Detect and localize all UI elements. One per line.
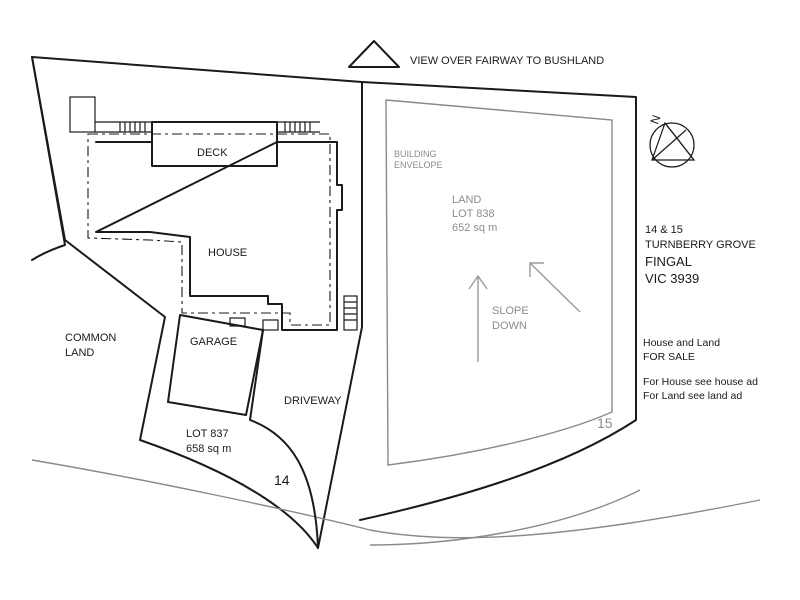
- north-letter: N: [647, 113, 663, 126]
- street-curve-lot-838: [369, 489, 641, 546]
- garage-label: GARAGE: [190, 336, 237, 348]
- view-triangle-icon: [348, 40, 400, 68]
- lot-837-area: 658 sq m: [186, 443, 231, 455]
- land-label: LAND: [452, 194, 481, 206]
- deck-stairs-left-treads: [95, 121, 152, 133]
- side-stairs: [343, 295, 358, 331]
- sale-line-2: FOR SALE: [643, 351, 695, 363]
- address-line-2: TURNBERRY GROVE: [645, 239, 756, 251]
- deck: [151, 121, 278, 167]
- sale-line-1: House and Land: [643, 337, 720, 349]
- garage-side-step: [262, 319, 279, 331]
- lot-838-area: 652 sq m: [452, 222, 497, 234]
- lot-14-number: 14: [274, 472, 290, 488]
- common-land-label-2: LAND: [65, 347, 94, 359]
- lot-838-label: LOT 838: [452, 208, 495, 220]
- house-setback-dashed: [87, 133, 331, 326]
- garage-door-step: [229, 317, 246, 327]
- driveway-boundary: [249, 329, 319, 549]
- building-envelope-label-2: ENVELOPE: [394, 160, 443, 170]
- sale-line-3: For House see house ad: [643, 376, 758, 388]
- north-compass-icon: N: [647, 113, 696, 168]
- deck-stairs-right-treads: [277, 121, 320, 133]
- slope-label-2: DOWN: [492, 320, 527, 332]
- house-label: HOUSE: [208, 247, 247, 259]
- lot-837-label: LOT 837: [186, 428, 229, 440]
- building-envelope-lot-838: [385, 99, 613, 466]
- deck-stairs-left: [69, 96, 96, 133]
- building-envelope-label-1: BUILDING: [394, 149, 437, 159]
- lot-838-boundary: [359, 81, 637, 521]
- view-label: VIEW OVER FAIRWAY TO BUSHLAND: [410, 55, 604, 67]
- side-stairs-treads: [344, 301, 357, 321]
- common-land-left-edge: [31, 56, 66, 261]
- address-line-4: VIC 3939: [645, 271, 699, 286]
- deck-label: DECK: [197, 147, 228, 159]
- driveway-label: DRIVEWAY: [284, 395, 342, 407]
- address-line-3: FINGAL: [645, 254, 692, 269]
- street-curve-lower: [31, 459, 761, 539]
- lot-837-boundary: [31, 56, 363, 549]
- address-line-1: 14 & 15: [645, 224, 683, 236]
- slope-arrow-up: [468, 274, 488, 362]
- sale-line-4: For Land see land ad: [643, 390, 742, 402]
- lot-15-number: 15: [597, 415, 613, 431]
- house-outline: [95, 141, 343, 331]
- common-land-label-1: COMMON: [65, 332, 116, 344]
- slope-label-1: SLOPE: [492, 305, 529, 317]
- garage: [167, 314, 264, 416]
- slope-arrow-diagonal: [529, 262, 581, 313]
